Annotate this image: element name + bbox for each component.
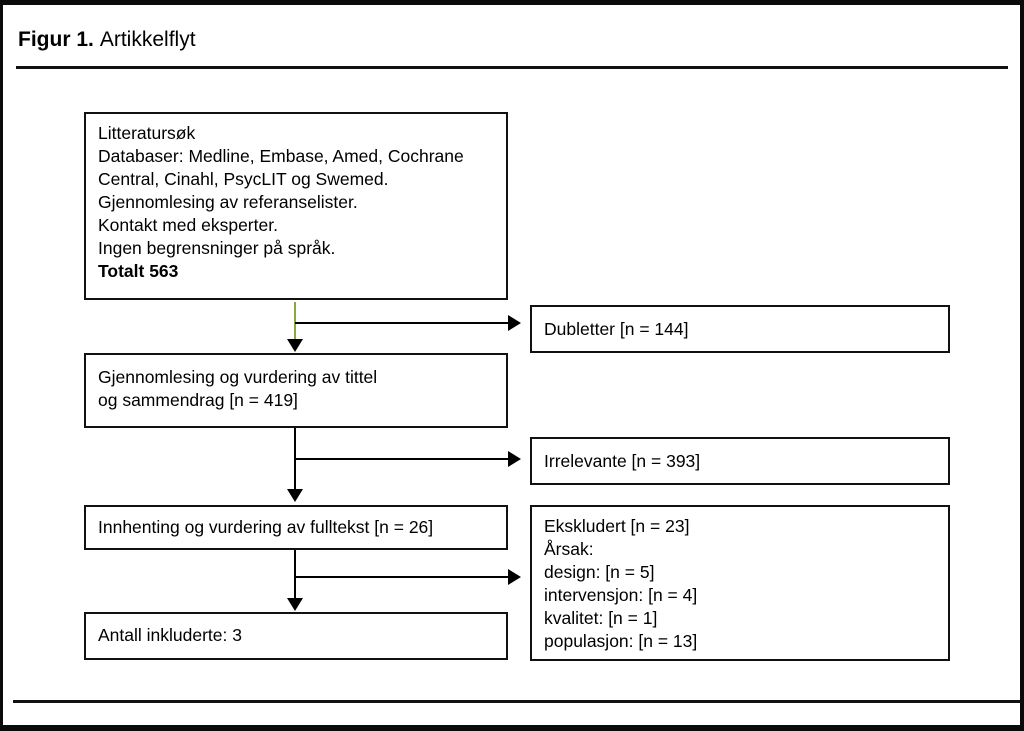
figure-title: Figur 1.Artikkelflyt <box>18 27 196 53</box>
connector-branch-to-duplicates-line <box>295 322 508 324</box>
box-line: Irrelevante [n = 393] <box>544 451 701 471</box>
bottom-divider-line <box>13 700 1021 703</box>
down-arrowhead-icon <box>287 598 303 611</box>
frame-top-border <box>0 0 1024 5</box>
box-line: Årsak: <box>544 539 594 559</box>
box-line: populasjon: [n = 13] <box>544 631 698 651</box>
included-count-box: Antall inkluderte: 3 <box>84 612 508 660</box>
frame-bottom-border <box>0 725 1024 731</box>
right-arrowhead-icon <box>508 315 521 331</box>
box-line: Databaser: Medline, Embase, Amed, Cochra… <box>98 146 464 166</box>
box-line: Gjennomlesing av referanselister. <box>98 192 358 212</box>
box-line: og sammendrag [n = 419] <box>98 390 298 410</box>
box-line: Dubletter [n = 144] <box>544 319 689 339</box>
right-arrowhead-icon <box>508 569 521 585</box>
box-line: kvalitet: [n = 1] <box>544 608 658 628</box>
right-arrowhead-icon <box>508 451 521 467</box>
frame-left-border <box>0 0 3 731</box>
box-line: Ekskludert [n = 23] <box>544 516 690 536</box>
title-divider-line <box>16 66 1008 69</box>
connector-branch-to-irrelevant-line <box>295 458 508 460</box>
excluded-box: Ekskludert [n = 23] Årsak: design: [n = … <box>530 505 950 661</box>
box-line: Litteratursøk <box>98 123 196 143</box>
duplicates-box: Dubletter [n = 144] <box>530 305 950 353</box>
box-line: Central, Cinahl, PsycLIT og Swemed. <box>98 169 389 189</box>
total-count-line: Totalt 563 <box>98 261 179 281</box>
box-line: Ingen begrensninger på språk. <box>98 238 336 258</box>
box-line: Gjennomlesing og vurdering av tittel <box>98 367 378 387</box>
box-line: intervensjon: [n = 4] <box>544 585 698 605</box>
title-abstract-screening-box: Gjennomlesing og vurdering av tittel og … <box>84 353 508 428</box>
connector-fulltext-to-included-line <box>294 550 296 598</box>
down-arrowhead-icon <box>287 489 303 502</box>
fulltext-assessment-box: Innhenting og vurdering av fulltekst [n … <box>84 505 508 550</box>
box-line: Antall inkluderte: 3 <box>98 625 242 645</box>
box-line: Kontakt med eksperter. <box>98 215 278 235</box>
irrelevant-box: Irrelevante [n = 393] <box>530 437 950 485</box>
literature-search-box: Litteratursøk Databaser: Medline, Embase… <box>84 112 508 300</box>
connector-branch-to-excluded-line <box>295 576 508 578</box>
box-line: design: [n = 5] <box>544 562 655 582</box>
connector-search-to-screening-line <box>294 302 296 339</box>
frame-right-border <box>1020 0 1024 731</box>
figure-title-text: Artikkelflyt <box>99 28 196 51</box>
figure-title-number: Figur 1. <box>18 28 94 51</box>
down-arrowhead-icon <box>287 339 303 352</box>
box-line: Innhenting og vurdering av fulltekst [n … <box>98 517 434 537</box>
